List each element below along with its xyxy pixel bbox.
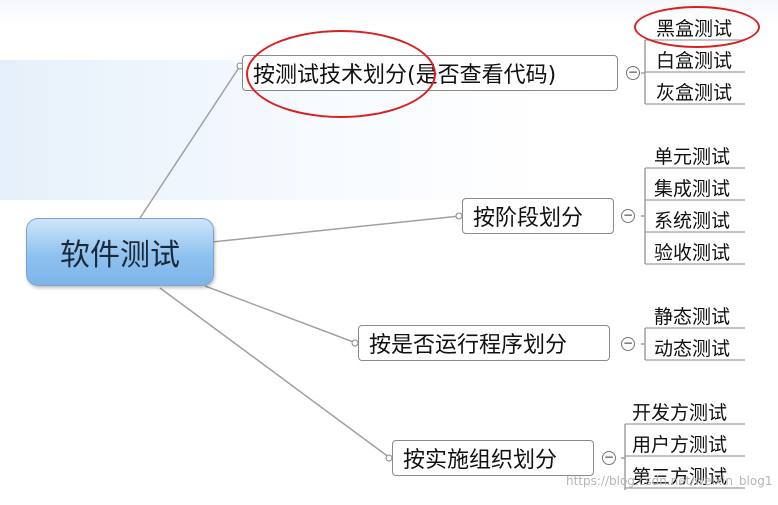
leaf-label: 用户方测试 xyxy=(632,434,728,456)
watermark: https://blog.csdn.net/weixin_blog1 xyxy=(566,474,773,488)
collapse-icon[interactable]: − xyxy=(626,65,640,80)
leaf-integration-test[interactable]: 集成测试 xyxy=(654,174,730,200)
leaf-label: 白盒测试 xyxy=(656,50,733,72)
collapse-icon[interactable]: − xyxy=(621,208,635,223)
collapse-icon[interactable]: − xyxy=(621,336,635,351)
leaf-system-test[interactable]: 系统测试 xyxy=(654,206,730,232)
branch-node-stage[interactable]: 按阶段划分 xyxy=(462,198,614,234)
leaf-third-party-test[interactable]: 第三方测试 xyxy=(632,462,727,488)
leaf-unit-test[interactable]: 单元测试 xyxy=(654,142,730,168)
leaf-label: 动态测试 xyxy=(654,338,731,360)
leaf-static-test[interactable]: 静态测试 xyxy=(654,302,730,328)
root-node[interactable]: 软件测试 xyxy=(26,218,214,286)
leaf-developer-test[interactable]: 开发方测试 xyxy=(632,398,727,424)
branch-node-run-program[interactable]: 按是否运行程序划分 xyxy=(358,325,610,361)
leaf-label: 第三方测试 xyxy=(632,466,728,488)
leaf-acceptance-test[interactable]: 验收测试 xyxy=(654,238,730,264)
leaf-label: 集成测试 xyxy=(654,178,731,200)
highlight-ellipse-technique xyxy=(246,30,436,118)
leaf-dynamic-test[interactable]: 动态测试 xyxy=(654,334,730,360)
leaf-label: 系统测试 xyxy=(654,210,731,232)
highlight-ellipse-black-box xyxy=(634,6,760,48)
leaf-label: 开发方测试 xyxy=(632,402,728,424)
branch-label: 按阶段划分 xyxy=(473,206,584,231)
collapse-icon[interactable]: − xyxy=(602,450,616,465)
branch-label: 按实施组织划分 xyxy=(403,448,558,473)
branch-node-organization[interactable]: 按实施组织划分 xyxy=(392,440,594,476)
leaf-label: 验收测试 xyxy=(654,242,731,264)
leaf-label: 静态测试 xyxy=(654,306,731,328)
leaf-user-test[interactable]: 用户方测试 xyxy=(632,430,727,456)
leaf-gray-box[interactable]: 灰盒测试 xyxy=(656,78,732,104)
branch-label: 按是否运行程序划分 xyxy=(369,333,568,358)
root-label: 软件测试 xyxy=(60,238,180,273)
leaf-label: 灰盒测试 xyxy=(656,82,733,104)
leaf-label: 单元测试 xyxy=(654,146,731,168)
leaf-white-box[interactable]: 白盒测试 xyxy=(656,46,732,72)
